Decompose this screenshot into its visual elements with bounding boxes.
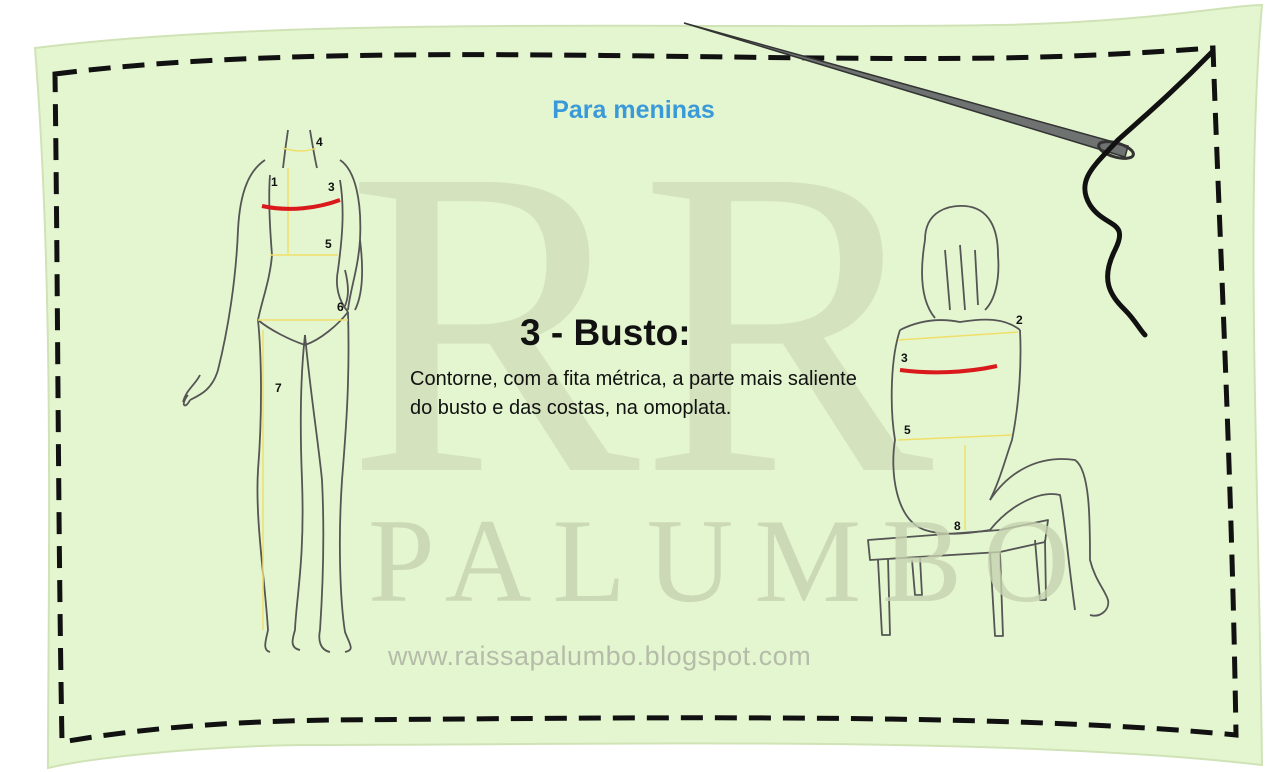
stitch-border bbox=[52, 45, 1239, 745]
front-bust-line bbox=[261, 198, 341, 211]
front-figure bbox=[182, 129, 363, 653]
instruction-text: Contorne, com a fita métrica, a parte ma… bbox=[410, 368, 857, 419]
back-guide-lines bbox=[897, 331, 1019, 530]
front-label-4: 4 bbox=[316, 135, 323, 149]
front-label-7: 7 bbox=[275, 381, 282, 395]
front-label-6: 6 bbox=[337, 300, 344, 314]
watermark-letters: PALUMBO bbox=[368, 494, 1091, 627]
front-label-5: 5 bbox=[325, 237, 332, 251]
back-label-2: 2 bbox=[1016, 313, 1023, 327]
watermark-monogram: RR bbox=[347, 79, 936, 566]
back-label-3: 3 bbox=[901, 351, 908, 365]
front-label-1: 1 bbox=[271, 175, 278, 189]
front-guide-lines bbox=[258, 147, 348, 630]
watermark-url: www.raissapalumbo.blogspot.com bbox=[388, 641, 812, 671]
thread-icon bbox=[1082, 49, 1215, 338]
section-heading: 3 - Busto: bbox=[520, 312, 691, 353]
back-bust-line bbox=[899, 364, 998, 375]
back-label-8: 8 bbox=[954, 519, 961, 533]
back-label-5: 5 bbox=[904, 423, 911, 437]
subtitle: Para meninas bbox=[552, 96, 715, 124]
back-figure bbox=[867, 205, 1110, 637]
front-label-3: 3 bbox=[328, 180, 335, 194]
